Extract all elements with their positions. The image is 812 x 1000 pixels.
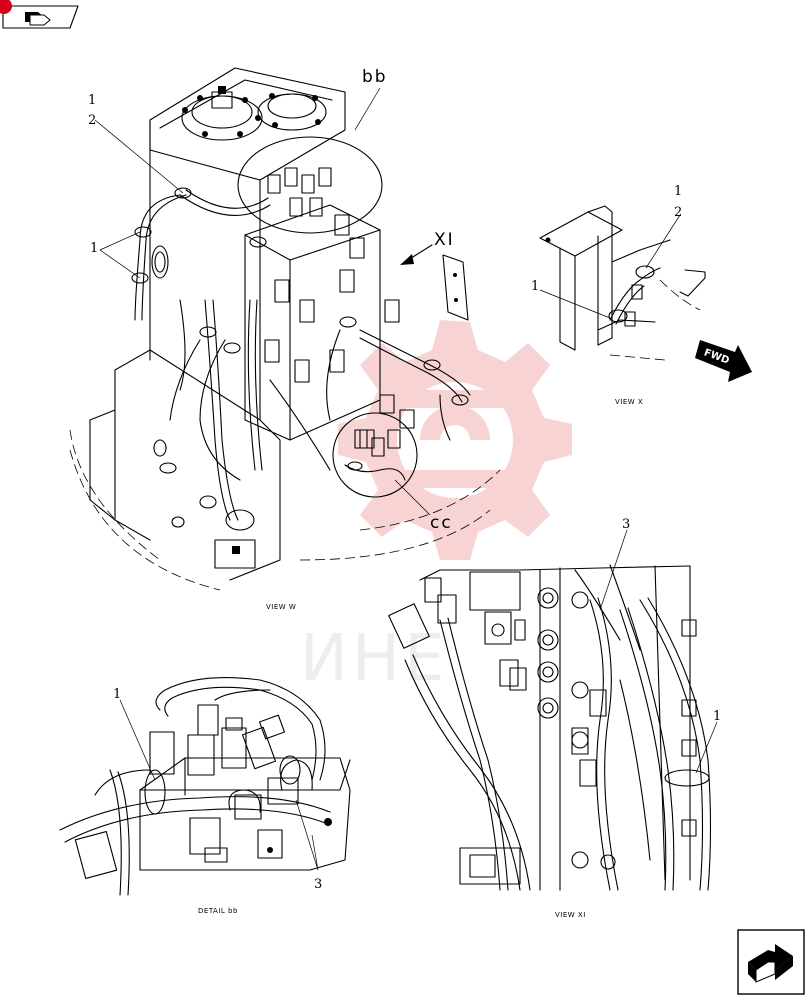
view-w-caption: VIEW W — [266, 603, 296, 611]
fwd-direction-arrow-icon: FWD — [695, 340, 752, 382]
xi-hose-bundle — [404, 564, 712, 891]
x-callout-1-left: 1 — [531, 279, 539, 294]
bb-callout-3: 3 — [314, 877, 322, 892]
view-xi-arrow-icon — [400, 244, 433, 265]
watermark-gear-icon — [338, 320, 572, 560]
detail-cc-marker — [332, 412, 418, 498]
view-label-xi: XI — [434, 230, 455, 250]
xi-clamp-marker — [664, 769, 710, 787]
x-callout-1-top: 1 — [674, 184, 682, 199]
xi-callout-3: 3 — [622, 517, 630, 532]
w-callout-2-top: 2 — [88, 113, 96, 128]
w-callout-1-top: 1 — [88, 93, 96, 108]
bb-callout-1: 1 — [113, 687, 121, 702]
red-indicator-icon — [0, 0, 12, 14]
bb-fittings — [74, 704, 332, 880]
view-xi-drawing: 3 1 VIEW XI — [388, 517, 721, 919]
watermark-text: ИНЕ — [300, 622, 448, 696]
xi-valve-stack — [388, 571, 697, 885]
view-label-cc: cc — [430, 513, 453, 533]
view-x-caption: VIEW X — [615, 398, 643, 406]
book-arrow-icon — [25, 12, 51, 26]
x-callout-2-top: 2 — [674, 205, 682, 220]
view-label-bb: bb — [362, 67, 388, 87]
view-x-drawing: 1 2 1 VIEW X — [531, 184, 706, 406]
bb-hoses — [59, 676, 331, 896]
bb-clamps — [144, 755, 313, 815]
forward-arrow-icon — [748, 944, 793, 983]
detail-cc-contents — [344, 429, 406, 481]
view-xi-caption: VIEW XI — [555, 911, 586, 919]
detail-bb-caption: DETAIL bb — [198, 907, 238, 915]
hose-clamp-markers — [131, 187, 469, 406]
view-w-drawing: 1 2 1 bb XI cc VIEW W — [69, 67, 501, 611]
detail-bb-drawing: 1 3 DETAIL bb — [59, 676, 351, 915]
view-w-hoses — [134, 189, 471, 521]
back-nav-badge[interactable] — [0, 0, 79, 29]
next-page-button[interactable] — [737, 929, 805, 995]
xi-callout-1: 1 — [713, 709, 721, 724]
detail-bb-marker — [237, 136, 383, 234]
watermark-logo: ИНЕ — [300, 320, 572, 696]
w-callout-1-left: 1 — [90, 241, 98, 256]
